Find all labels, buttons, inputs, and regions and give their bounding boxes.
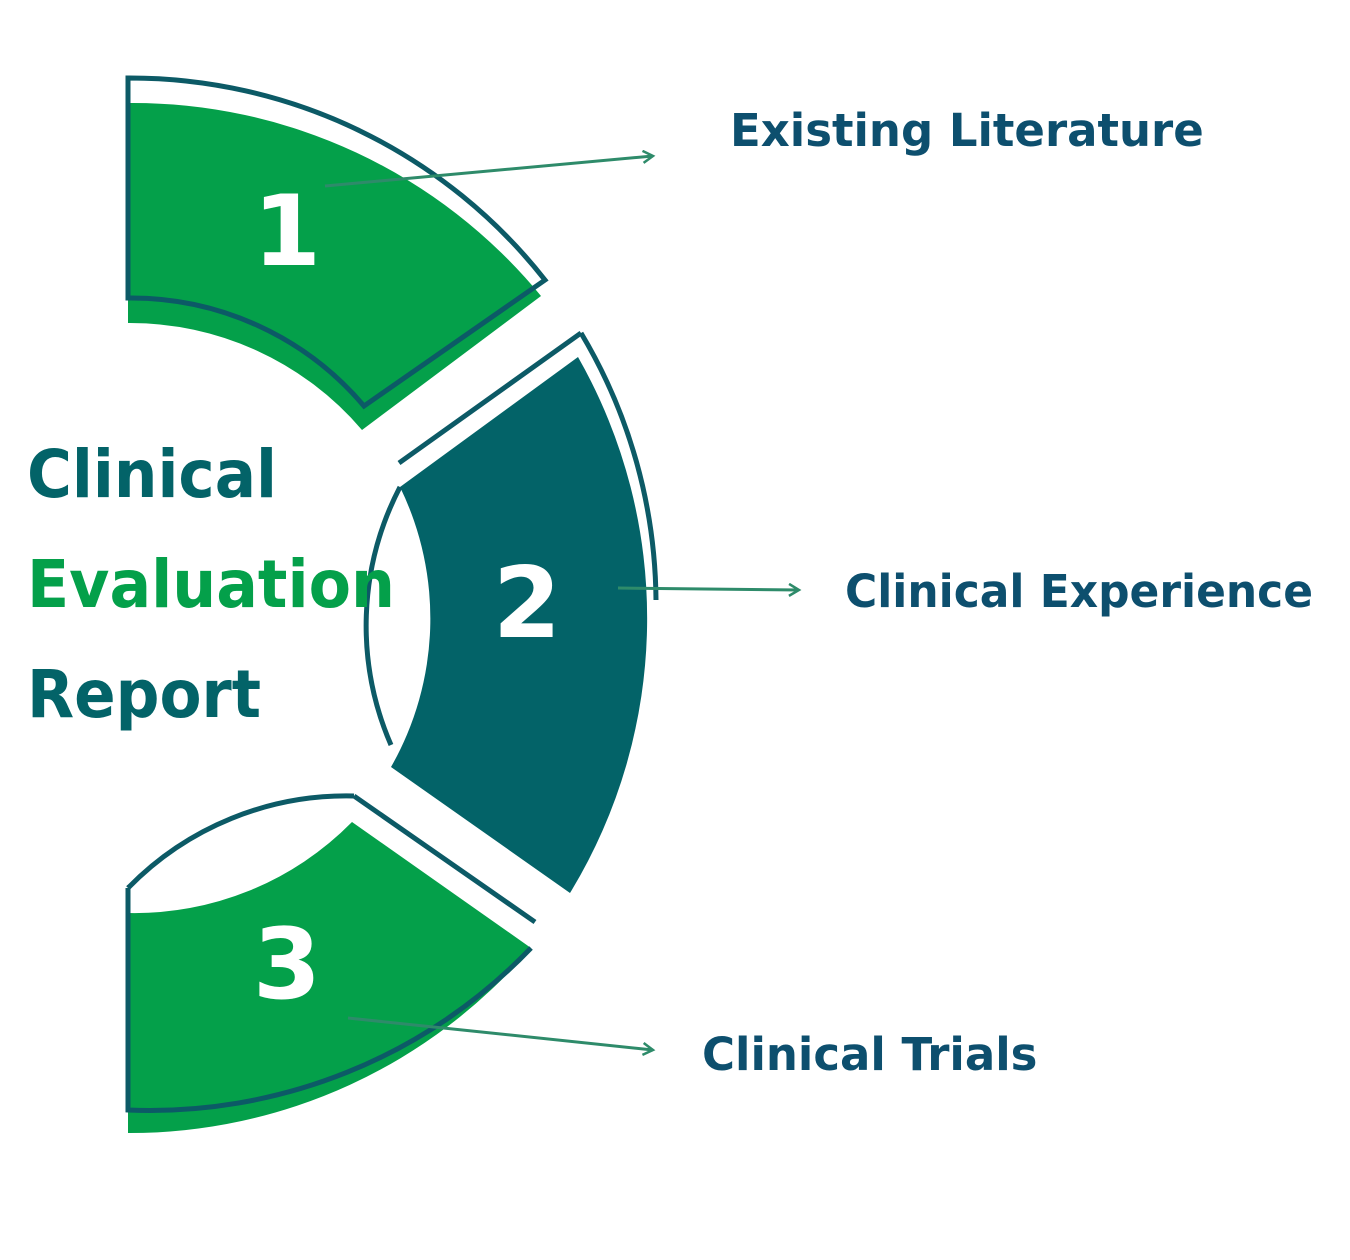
segment-2: 2 (363, 330, 659, 893)
title-line-2: Evaluation (27, 546, 395, 623)
segment-1-number: 1 (253, 175, 321, 289)
label-clinical-trials: Clinical Trials (702, 1028, 1037, 1081)
segment-2-number: 2 (493, 547, 561, 661)
segment-3: 3 (125, 793, 537, 1134)
segment-2-fill (391, 357, 648, 893)
segment-1: 1 (125, 75, 549, 430)
label-existing-literature: Existing Literature (730, 104, 1204, 157)
segment-1-outline (125, 75, 549, 410)
segment-3-outline (125, 793, 537, 1113)
segment-3-number: 3 (253, 908, 321, 1022)
segment-2-outline (363, 330, 659, 746)
segment-1-fill (128, 102, 541, 430)
title-line-3: Report (27, 656, 261, 733)
arrow-3 (347, 1016, 653, 1050)
segment-3-fill (128, 822, 531, 1134)
arrow-1 (324, 156, 653, 188)
label-clinical-experience: Clinical Experience (845, 565, 1313, 618)
arrow-2 (617, 588, 799, 590)
title-line-1: Clinical (27, 436, 277, 513)
